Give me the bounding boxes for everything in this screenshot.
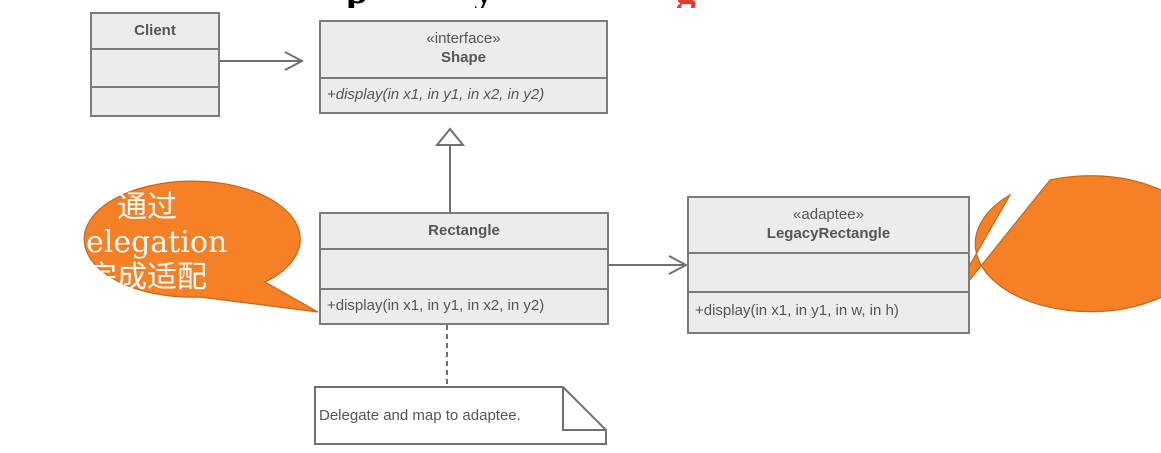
class-client-name: Client	[134, 22, 176, 39]
note-fold	[562, 387, 606, 431]
class-rectangle-name: Rectangle	[428, 222, 500, 239]
class-legacy-operation: +display(in x1, in y1, in w, in h)	[695, 302, 899, 319]
class-shape-stereotype: «interface»	[426, 30, 501, 47]
callout-left-line3: 完成适配	[87, 260, 207, 295]
note-box	[314, 386, 607, 445]
class-legacy-rectangle[interactable]: «adaptee» LegacyRectangle +display(in x1…	[687, 196, 970, 334]
note-text: Delegate and map to adaptee.	[319, 407, 521, 424]
callout-left-line2: delegation	[66, 225, 228, 260]
class-shape-operation: +display(in x1, in y1, in x2, in y2)	[327, 86, 545, 103]
class-legacy-name: LegacyRectangle	[766, 225, 891, 242]
class-legacy-stereotype: «adaptee»	[793, 206, 864, 223]
title-fragment-g: g	[676, 0, 696, 8]
class-shape-name: Shape	[440, 49, 486, 66]
callout-left-bubble	[83, 180, 319, 313]
class-client-operations	[92, 88, 218, 115]
arrowhead-open	[284, 51, 305, 71]
class-shape[interactable]: «interface» Shape +display(in x1, in y1,…	[319, 20, 608, 114]
title-fragment-p: p	[346, 0, 368, 8]
callout-right-line2: 的方法	[970, 135, 1060, 170]
arrowhead-open	[668, 255, 689, 275]
title-fragment-y: y	[474, 0, 494, 8]
title-fragment: p y g	[0, 0, 1161, 8]
callout-right-text: 实际执行 的方法	[945, 100, 1085, 170]
class-rectangle-attributes	[321, 250, 607, 290]
realization-triangle	[434, 127, 466, 146]
class-client-attributes	[92, 50, 218, 88]
class-legacy-attributes	[689, 254, 968, 293]
class-rectangle[interactable]: Rectangle +display(in x1, in y1, in x2, …	[319, 212, 609, 325]
callout-right-line1: 实际执行	[955, 100, 1075, 135]
callout-left-line1: 通过	[117, 190, 177, 225]
callout-right-bubble	[939, 175, 1161, 318]
class-client[interactable]: Client	[90, 12, 220, 117]
class-rectangle-operation: +display(in x1, in y1, in x2, in y2)	[327, 297, 545, 314]
callout-left-text: 通过 delegation 完成适配	[52, 190, 242, 295]
